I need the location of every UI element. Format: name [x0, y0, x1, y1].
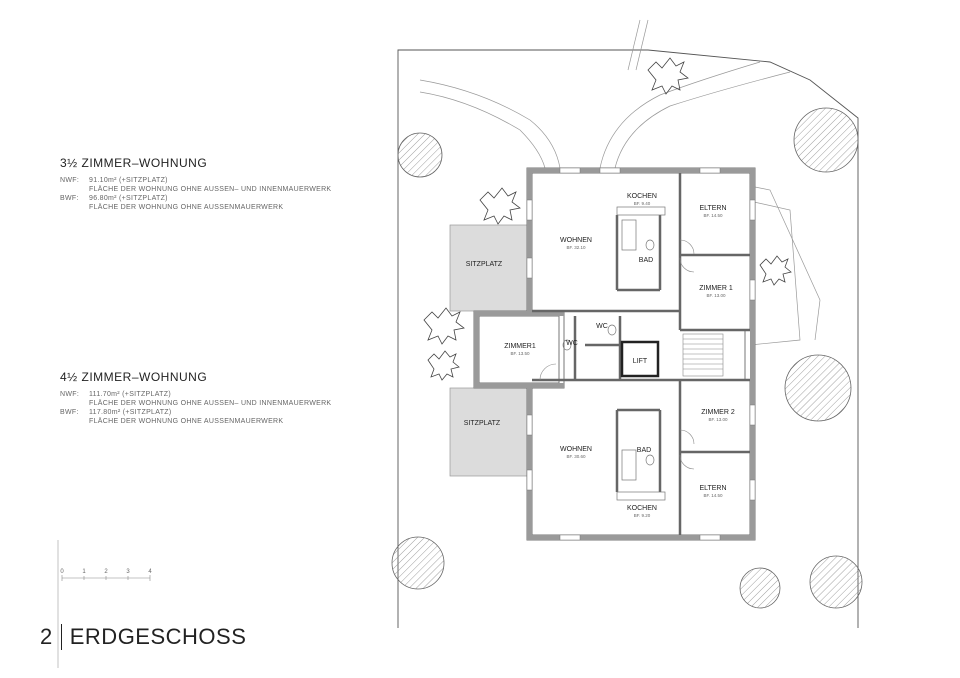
unit-a-nwf-label: NWF:: [60, 177, 80, 184]
room-bad-top: BAD: [639, 257, 653, 264]
tree-icon: [397, 132, 443, 178]
shrub-icon: [427, 350, 460, 381]
unit-a-bwf-note: FLÄCHE DER WOHNUNG OHNE AUSSENMAUERWERK: [89, 204, 284, 211]
scale-tick-4: 4: [148, 569, 152, 575]
unit-b-bwf: BWF: 117.80m² (+SITZPLATZ): [60, 408, 400, 417]
room-kochen-bottom-area: BF. 9.20: [634, 513, 651, 518]
wall-fill: [474, 168, 755, 540]
unit-b-title: 4½ ZIMMER–WOHNUNG: [60, 370, 208, 384]
interior-walls: [532, 173, 750, 535]
unit-a-bwf-value: 96.80m² (+SITZPLATZ): [89, 195, 168, 202]
access-path: [419, 19, 821, 346]
room-kochen-top: KOCHEN: [627, 193, 657, 200]
terrace-bottom: [449, 387, 531, 477]
unit-b-nwf: NWF: 111.70m² (+SITZPLATZ): [60, 390, 400, 399]
terrace-top: [449, 224, 531, 312]
doors: [539, 239, 695, 470]
room-sitzplatz-bottom: SITZPLATZ: [464, 420, 501, 427]
unit-b-nwf-note: FLÄCHE DER WOHNUNG OHNE AUSSEN– UND INNE…: [89, 400, 332, 407]
tree-icon: [784, 354, 852, 422]
room-wc-2: WC: [566, 340, 578, 347]
scale-bar: 0 1 2 3 4: [60, 569, 152, 581]
sheet-title-text: ERDGESCHOSS: [69, 624, 247, 649]
tree-icon: [793, 107, 859, 173]
property-boundary: [397, 49, 859, 628]
room-labels: KOCHEN BF. 9.40 WOHNEN BF. 32.10 BAD ELT…: [464, 193, 735, 518]
staircase: [682, 333, 724, 377]
room-zimmer2-area: BF. 13.00: [708, 417, 728, 422]
shrub-icon: [423, 307, 465, 345]
bath-fixtures: [562, 219, 655, 481]
scale-tick-0: 0: [60, 569, 64, 575]
room-wohnen-bottom-area: BF. 30.60: [566, 454, 586, 459]
windows: [526, 167, 756, 541]
room-wohnen-top: WOHNEN: [560, 237, 592, 244]
shrub-icon: [479, 187, 521, 225]
unit-b-bwf-note: FLÄCHE DER WOHNUNG OHNE AUSSENMAUERWERK: [89, 418, 284, 425]
room-lift: LIFT: [633, 358, 648, 365]
sheet-number: 2: [40, 624, 62, 650]
room-wohnen-bottom: WOHNEN: [560, 446, 592, 453]
room-zimmer1-mid: ZIMMER1: [504, 343, 536, 350]
tree-icon: [391, 536, 445, 590]
tree-icon-group: [391, 107, 863, 609]
unit-a-bwf-label: BWF:: [60, 195, 79, 202]
room-bad-bottom: BAD: [637, 447, 651, 454]
unit-a-nwf: NWF: 91.10m² (+SITZPLATZ): [60, 176, 400, 185]
lift-shaft: [620, 340, 660, 378]
room-eltern-top: ELTERN: [699, 205, 726, 212]
room-zimmer1-top-area: BF. 13.00: [706, 293, 726, 298]
kitchen-counters: [616, 206, 666, 501]
room-eltern-bottom-area: BF. 14.50: [703, 493, 723, 498]
shrub-icon: [759, 255, 792, 286]
scale-tick-2: 2: [104, 569, 108, 575]
room-wc-1: WC: [596, 323, 608, 330]
room-eltern-bottom: ELTERN: [699, 485, 726, 492]
room-eltern-top-area: BF. 14.50: [703, 213, 723, 218]
shrub-icon: [647, 57, 689, 95]
sheet-title: 2 ERDGESCHOSS: [40, 624, 246, 650]
unit-b-bwf-label: BWF:: [60, 409, 79, 416]
unit-b-nwf-label: NWF:: [60, 391, 80, 398]
shrub-icon-group: [423, 57, 792, 381]
unit-a-nwf-note: FLÄCHE DER WOHNUNG OHNE AUSSEN– UND INNE…: [89, 186, 332, 193]
room-zimmer1-top: ZIMMER 1: [699, 285, 733, 292]
legend-unit-a: 3½ ZIMMER–WOHNUNG NWF: 91.10m² (+SITZPLAT…: [60, 156, 400, 212]
legend-unit-b: 4½ ZIMMER–WOHNUNG NWF: 111.70m² (+SITZPLA…: [60, 370, 400, 426]
unit-b-nwf-value: 111.70m² (+SITZPLATZ): [89, 391, 171, 398]
unit-a-title: 3½ ZIMMER–WOHNUNG: [60, 156, 208, 170]
room-wohnen-top-area: BF. 32.10: [566, 245, 586, 250]
room-zimmer2: ZIMMER 2: [701, 409, 735, 416]
unit-a-bwf: BWF: 96.80m² (+SITZPLATZ): [60, 194, 400, 203]
room-kochen-top-area: BF. 9.40: [634, 201, 651, 206]
room-sitzplatz-top: SITZPLATZ: [466, 261, 503, 268]
tree-icon: [809, 555, 863, 609]
room-kochen-bottom: KOCHEN: [627, 505, 657, 512]
scale-tick-3: 3: [126, 569, 130, 575]
tree-icon: [739, 567, 781, 609]
unit-a-nwf-value: 91.10m² (+SITZPLATZ): [89, 177, 168, 184]
unit-b-bwf-value: 117.80m² (+SITZPLATZ): [89, 409, 172, 416]
scale-tick-1: 1: [82, 569, 86, 575]
room-zimmer1-mid-area: BF. 13.50: [510, 351, 530, 356]
